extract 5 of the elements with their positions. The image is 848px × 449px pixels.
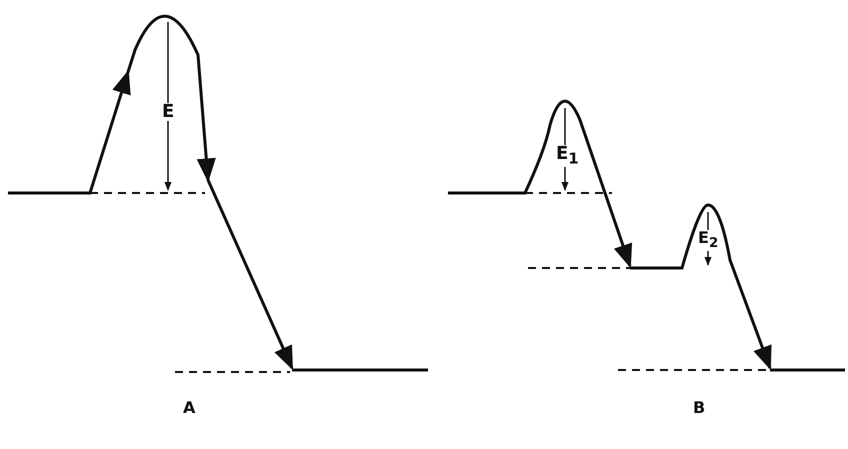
energy-label: E$_{2}$ [698,230,718,251]
energy-label: E [162,103,174,121]
panel-label: A [183,400,196,416]
energy-label: E$_{1}$ [556,145,579,167]
panel-label: B [693,400,706,416]
